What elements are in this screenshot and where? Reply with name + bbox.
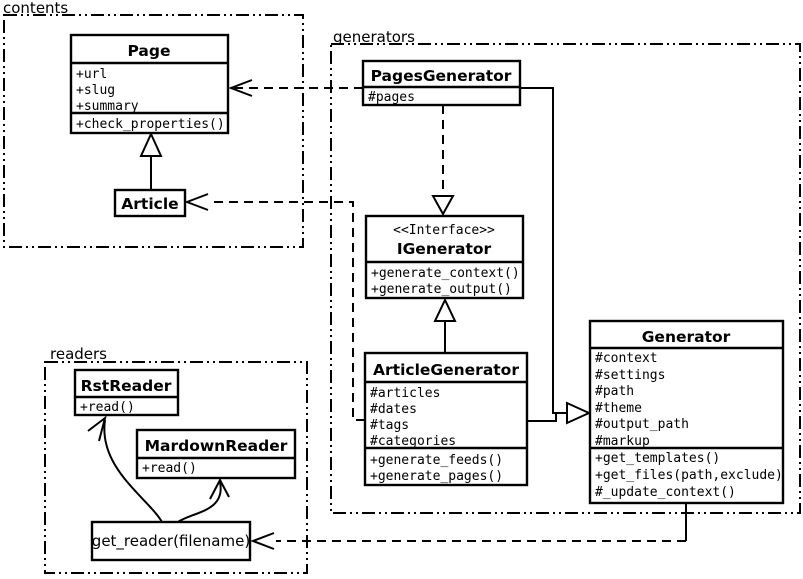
- method: #_update_context(): [595, 485, 736, 500]
- class-box: [113, 188, 187, 218]
- attribute: #output_path: [595, 417, 689, 432]
- class-rstreader: RstReader +read(): [73, 368, 180, 417]
- dependency-arrowhead: [250, 532, 275, 550]
- class-generator: Generator #context #settings #path #them…: [588, 319, 785, 505]
- method: +generate_pages(): [370, 469, 503, 484]
- attribute: #markup: [595, 434, 650, 449]
- class-box: [361, 59, 522, 107]
- arrowhead: [209, 477, 230, 500]
- package-contents: contents: [3, 0, 304, 248]
- package-generators: generators: [330, 28, 801, 514]
- class-igenerator: <<Interface>> IGenerator +generate_conte…: [364, 214, 525, 300]
- method: +get_templates(): [595, 451, 720, 466]
- class-name: ArticleGenerator: [373, 361, 519, 379]
- class-box: [588, 319, 785, 505]
- attribute: #context: [595, 351, 658, 366]
- generalization-arrowhead: [566, 401, 592, 425]
- class-article: Article: [113, 188, 187, 218]
- class-box: [135, 428, 297, 480]
- attribute: #tags: [370, 418, 409, 433]
- generalization-line-pagesgenerator: [520, 87, 566, 414]
- method: +generate_context(): [371, 266, 520, 281]
- method: +generate_output(): [371, 282, 512, 297]
- dependency-arrowhead: [184, 193, 209, 211]
- class-box: [73, 368, 180, 417]
- attribute: +url: [76, 67, 107, 82]
- class-name: IGenerator: [397, 240, 492, 258]
- edge-generators-to-generator-generalization: [520, 87, 592, 425]
- edge-article-to-page-generalization: [139, 131, 163, 190]
- method: +get_files(path,exclude): [595, 468, 783, 483]
- stereotype: <<Interface>>: [393, 223, 495, 238]
- function-box: [90, 520, 252, 562]
- package-generators-border: [330, 43, 801, 514]
- realization-arrowhead: [431, 195, 455, 217]
- method: +generate_feeds(): [370, 453, 503, 468]
- class-name: PagesGenerator: [371, 67, 512, 85]
- class-name: MardownReader: [145, 437, 288, 455]
- edge-articlegenerator-to-igenerator-generalization: [433, 297, 457, 353]
- attribute: +slug: [76, 83, 115, 98]
- dependency-line: [210, 201, 365, 421]
- attribute: #settings: [595, 368, 665, 383]
- package-generators-label: generators: [333, 28, 415, 46]
- attribute: #pages: [368, 90, 415, 105]
- class-articlegenerator: ArticleGenerator #articles #dates #tags …: [363, 351, 529, 487]
- generalization-arrowhead: [139, 131, 163, 157]
- generalization-line-articlegenerator: [527, 413, 557, 422]
- attribute: #theme: [595, 401, 642, 416]
- package-contents-border: [3, 14, 304, 248]
- attribute: #categories: [370, 434, 456, 449]
- package-readers: readers: [44, 345, 308, 574]
- class-name: Generator: [642, 328, 731, 346]
- edge-generator-to-getreader-dependency: [250, 503, 687, 550]
- arrowhead: [87, 415, 107, 442]
- class-name: Article: [121, 195, 178, 213]
- method: +check_properties(): [76, 117, 225, 132]
- attribute: #articles: [370, 386, 440, 401]
- attribute: #dates: [370, 402, 417, 417]
- class-box: [69, 33, 230, 135]
- method: +read(): [80, 400, 135, 415]
- class-box: [364, 214, 525, 300]
- class-name: RstReader: [81, 377, 172, 395]
- package-readers-label: readers: [50, 345, 107, 363]
- generalization-arrowhead: [433, 297, 457, 322]
- curved-arrow-line: [103, 419, 163, 523]
- edge-pagesgenerator-to-page-dependency: [228, 79, 363, 97]
- package-readers-border: [44, 361, 308, 574]
- curved-arrow-line: [177, 481, 222, 523]
- edge-getreader-to-rstreader: [87, 415, 163, 523]
- class-name: Page: [127, 42, 170, 60]
- class-box: [363, 351, 529, 487]
- attribute: #path: [595, 384, 634, 399]
- attribute: +summary: [76, 99, 139, 114]
- edge-getreader-to-mardownreader: [177, 477, 230, 523]
- class-page: Page +url +slug +summary +check_properti…: [69, 33, 230, 135]
- edge-articlegenerator-to-article-dependency: [184, 193, 365, 421]
- dependency-arrowhead: [228, 79, 253, 97]
- class-mardownreader: MardownReader +read(): [135, 428, 297, 480]
- node-get-reader: get_reader(filename): [90, 520, 252, 562]
- function-label: get_reader(filename): [92, 532, 250, 551]
- package-contents-label: contents: [3, 0, 68, 17]
- method: +read(): [142, 461, 197, 476]
- class-pagesgenerator: PagesGenerator #pages: [361, 59, 522, 107]
- edge-pagesgenerator-to-igenerator-realization: [431, 105, 455, 217]
